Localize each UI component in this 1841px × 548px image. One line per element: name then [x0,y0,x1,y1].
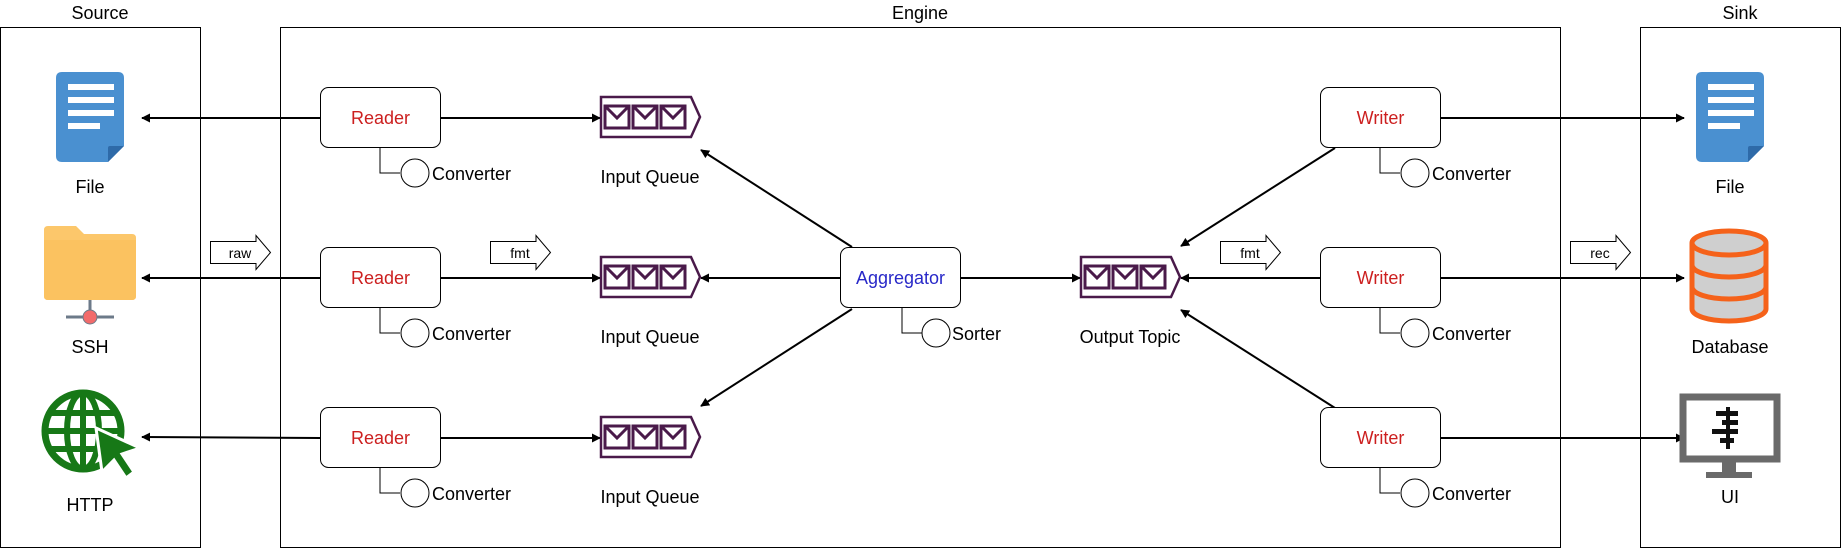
aggregator-box [840,247,961,308]
reader-label: Reader [351,108,410,128]
tag-rec-label: rec [1590,245,1609,261]
writer-1: Converter Writer [1320,87,1511,188]
converter-circle [400,478,430,508]
envelope-icon [631,264,659,290]
input-queue-3 [599,415,702,459]
arrow-writer1-to-topic [1180,147,1336,247]
tag-raw-label: raw [229,245,252,261]
tag-raw: raw [210,234,272,271]
globe-cursor-icon [41,389,145,481]
converter-label: Converter [432,164,511,184]
sorter-circle [921,318,951,348]
document-icon [1696,72,1764,162]
folder-network-icon [44,226,136,325]
queues [599,95,1182,459]
input-queue-label-3: Input Queue [600,487,699,507]
source-title: Source [71,3,128,23]
converter-circle [1400,158,1430,188]
writer-3: Converter Writer [1320,407,1511,508]
envelope-icon [1083,264,1111,290]
tag-fmt-input-label: fmt [510,245,530,261]
envelope-icon [603,264,631,290]
arrow-aggregator-to-queue1 [700,149,853,248]
input-queue-label-1: Input Queue [600,167,699,187]
source-http-label: HTTP [67,495,114,515]
output-topic-queue [1079,255,1182,299]
input-queue-2 [599,255,702,299]
document-icon [56,72,124,162]
writer-label: Writer [1357,108,1405,128]
reader-box [320,87,441,148]
envelope-icon [1139,264,1167,290]
envelope-icon [1111,264,1139,290]
arrow-aggregator-to-queue3 [700,308,853,407]
sink-file-label: File [1715,177,1744,197]
writer-2: Converter Writer [1320,247,1511,348]
reader-1: Converter Reader [320,87,511,188]
sorter-label: Sorter [952,324,1001,344]
reader-box [320,407,441,468]
converter-label: Converter [432,324,511,344]
envelope-icon [631,104,659,130]
sink-title: Sink [1722,3,1758,23]
aggregator: Sorter Aggregator [840,247,1001,348]
converter-circle [400,318,430,348]
reader-3: Converter Reader [320,407,511,508]
writer-label: Writer [1357,268,1405,288]
tag-fmt-output: fmt [1220,234,1282,271]
converter-label: Converter [1432,484,1511,504]
writer-box [1320,407,1441,468]
input-queue-1 [599,95,702,139]
arrow-reader3-to-http [141,432,321,442]
arrow-writer3-to-topic [1180,309,1336,409]
converter-label: Converter [1432,324,1511,344]
reader-label: Reader [351,268,410,288]
tag-fmt-input: fmt [490,234,552,271]
input-queue-label-2: Input Queue [600,327,699,347]
monitor-icon [1679,393,1781,478]
envelope-icon [631,424,659,450]
tag-rec: rec [1570,234,1632,271]
reader-2: Converter Reader [320,247,511,348]
envelope-icon [603,104,631,130]
engine-title: Engine [892,3,948,23]
reader-box [320,247,441,308]
envelope-icon [603,424,631,450]
envelope-icon [659,104,687,130]
database-icon [1689,228,1769,324]
envelope-icon [659,424,687,450]
sink-database-label: Database [1691,337,1768,357]
sink-ui-label: UI [1721,487,1739,507]
converter-circle [400,158,430,188]
writer-box [1320,247,1441,308]
source-file-label: File [75,177,104,197]
source-ssh-label: SSH [71,337,108,357]
writer-box [1320,87,1441,148]
aggregator-label: Aggregator [856,268,945,288]
connections [141,113,1685,443]
converter-circle [1400,478,1430,508]
tag-fmt-output-label: fmt [1240,245,1260,261]
converter-label: Converter [432,484,511,504]
output-topic-label: Output Topic [1080,327,1181,347]
envelope-icon [659,264,687,290]
converter-circle [1400,318,1430,348]
reader-label: Reader [351,428,410,448]
converter-label: Converter [1432,164,1511,184]
writer-label: Writer [1357,428,1405,448]
